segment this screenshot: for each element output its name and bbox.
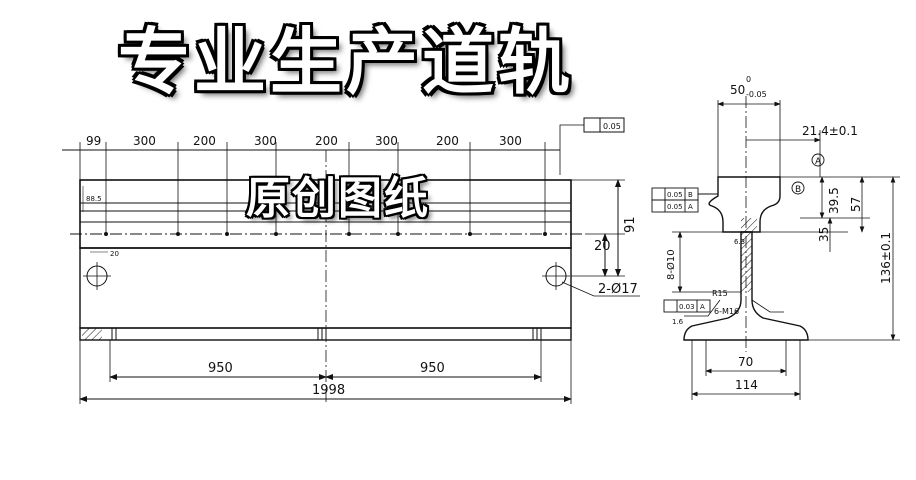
dim-300-a: 300 (133, 134, 156, 148)
dim-50-lower-tol: -0.05 (746, 90, 767, 99)
dim-950-left: 950 (208, 361, 233, 376)
roughness-1-6: 1.6 (672, 318, 684, 326)
thread-m16: 6-M16 (714, 307, 739, 316)
hole-note-8-d10: 8-Ø10 (665, 249, 677, 280)
dim-88-5: 88.5 (86, 195, 102, 203)
hole-note-d17: 2-Ø17 (598, 282, 638, 297)
rail-lower-body (79, 247, 572, 329)
frame2-ref: A (688, 203, 693, 211)
radius-r15: R15 (712, 289, 728, 298)
dim-200-a: 200 (193, 134, 216, 148)
dim-136: 136±0.1 (879, 232, 893, 284)
dim-200-b: 200 (315, 134, 338, 148)
dim-114: 114 (735, 378, 758, 392)
dim-950-right: 950 (420, 361, 445, 376)
frame3-value: 0.03 (679, 303, 695, 311)
dim-20-small: 20 (110, 250, 119, 258)
dim-57: 57 (849, 197, 863, 212)
dim-70: 70 (738, 355, 753, 369)
frame1-ref: B (688, 191, 693, 199)
dim-50-upper-tol: 0 (746, 75, 751, 84)
datum-a-symbol: A (815, 157, 822, 167)
sub-title: 原创图纸 (246, 173, 430, 224)
frame3-ref: A (700, 303, 705, 311)
side-top-dim-labels: 99 300 200 300 200 300 200 300 (86, 134, 522, 148)
frame1-value: 0.05 (667, 191, 683, 199)
tolerance-frame-value: 0.05 (603, 122, 621, 131)
dim-1998: 1998 (312, 383, 345, 398)
dim-91: 91 (623, 216, 638, 233)
frame2-value: 0.05 (667, 203, 683, 211)
dim-21-4: 21.4±0.1 (802, 124, 858, 138)
dim-300-b: 300 (254, 134, 277, 148)
dim-50: 50 (730, 83, 745, 97)
datum-b-symbol: B (795, 185, 801, 195)
roughness-6-3: 6.3 (734, 238, 745, 246)
dim-200-c: 200 (436, 134, 459, 148)
dim-20-right: 20 (594, 239, 611, 254)
section-view (651, 96, 900, 400)
dim-300-d: 300 (499, 134, 522, 148)
dim-300-c: 300 (375, 134, 398, 148)
main-title: 专业生产道轨 (118, 20, 575, 104)
dim-99: 99 (86, 134, 101, 148)
side-view (62, 117, 640, 404)
dim-39-5: 39.5 (827, 187, 841, 214)
dim-35: 35 (817, 227, 831, 242)
